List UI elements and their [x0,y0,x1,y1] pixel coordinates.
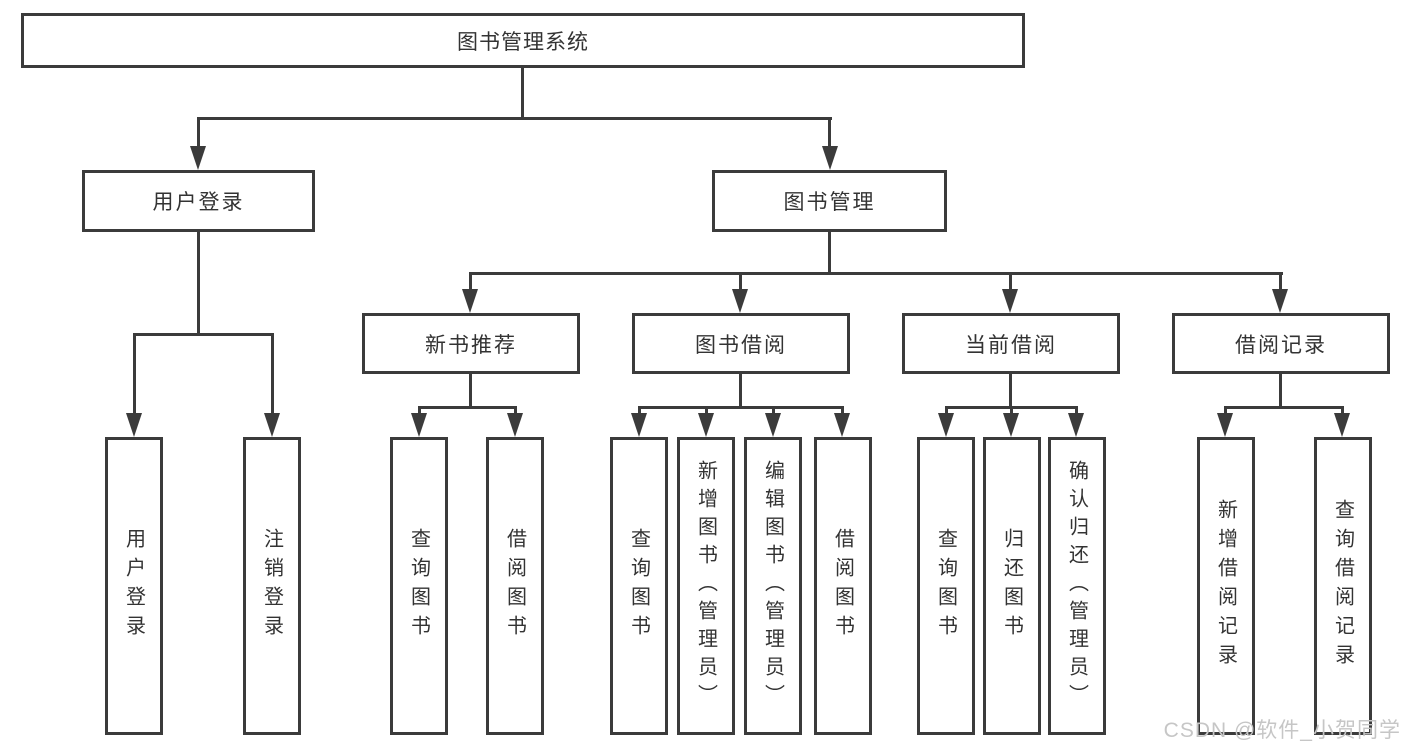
connector-root-drop [521,68,524,118]
node-book-management-branch: 图书管理 [712,170,947,232]
node-borrowing-records: 借阅记录 [1172,313,1390,374]
connector-drop-g3-2 [705,406,708,415]
arrowhead-g5-1-icon [1217,413,1233,437]
connector-drop-g2-1 [418,406,421,415]
connector-tee-user-login [133,333,274,336]
connector-drop-g3-1 [638,406,641,415]
arrowhead-g4-2-icon [1003,413,1019,437]
connector-drop-g5-2 [1341,406,1344,415]
arrowhead-g3-1-icon [631,413,647,437]
node-current-borrowing: 当前借阅 [902,313,1120,374]
connector-drop-current [1009,272,1012,290]
connector-drop-records [1279,272,1282,290]
connector-tee-recommend [418,406,517,409]
connector-book-mgmt-down [828,232,831,275]
leaf-borrow-books-recommend: 借阅图书 [486,437,544,735]
arrowhead-current-icon [1002,289,1018,313]
connector-drop-borrowing [739,272,742,290]
arrowhead-g3-3-icon [765,413,781,437]
connector-drop-leaf-login [133,333,136,414]
arrowhead-book-mgmt-icon [822,146,838,170]
arrowhead-g3-4-icon [834,413,850,437]
arrowhead-recommend-icon [462,289,478,313]
connector-tee-level1 [197,117,832,120]
connector-tee-records [1224,406,1344,409]
connector-borrowing-down [739,374,742,409]
leaf-add-borrow-record: 新增借阅记录 [1197,437,1255,735]
connector-drop-leaf-logout [271,333,274,414]
connector-drop-g4-3 [1075,406,1078,415]
arrowhead-borrowing-icon [732,289,748,313]
node-new-book-recommend: 新书推荐 [362,313,580,374]
arrowhead-records-icon [1272,289,1288,313]
node-user-login-branch: 用户登录 [82,170,315,232]
leaf-query-books-borrowing: 查询图书 [610,437,668,735]
arrowhead-g5-2-icon [1334,413,1350,437]
leaf-return-books: 归还图书 [983,437,1041,735]
connector-drop-g3-4 [841,406,844,415]
connector-drop-recommend [469,272,472,290]
leaf-confirm-return-admin: 确认归还（管理员） [1048,437,1106,735]
connector-user-login-down [197,232,200,336]
arrowhead-g2-2-icon [507,413,523,437]
leaf-borrow-books: 借阅图书 [814,437,872,735]
arrowhead-user-login-icon [190,146,206,170]
connector-tee-level2 [469,272,1283,275]
arrowhead-leaf-logout-icon [264,413,280,437]
leaf-edit-books-admin: 编辑图书（管理员） [744,437,802,735]
connector-drop-book-mgmt [828,117,831,148]
leaf-query-books-current: 查询图书 [917,437,975,735]
arrowhead-g4-1-icon [938,413,954,437]
connector-drop-g4-2 [1010,406,1013,415]
connector-recommend-down [469,374,472,409]
leaf-logout: 注销登录 [243,437,301,735]
csdn-watermark: CSDN @软件_小贺同学 [1163,719,1401,742]
node-root-library-system: 图书管理系统 [21,13,1025,68]
leaf-add-books-admin: 新增图书（管理员） [677,437,735,735]
arrowhead-g4-3-icon [1068,413,1084,437]
connector-drop-g4-1 [945,406,948,415]
arrowhead-leaf-login-icon [126,413,142,437]
leaf-user-login: 用户登录 [105,437,163,735]
arrowhead-g3-2-icon [698,413,714,437]
leaf-query-borrow-record: 查询借阅记录 [1314,437,1372,735]
connector-drop-user-login [197,117,200,148]
leaf-query-books-recommend: 查询图书 [390,437,448,735]
connector-drop-g5-1 [1224,406,1227,415]
connector-drop-g3-3 [772,406,775,415]
connector-records-down [1279,374,1282,409]
arrowhead-g2-1-icon [411,413,427,437]
connector-tee-borrowing [638,406,844,409]
connector-current-down [1009,374,1012,409]
node-book-borrowing: 图书借阅 [632,313,850,374]
connector-drop-g2-2 [514,406,517,415]
